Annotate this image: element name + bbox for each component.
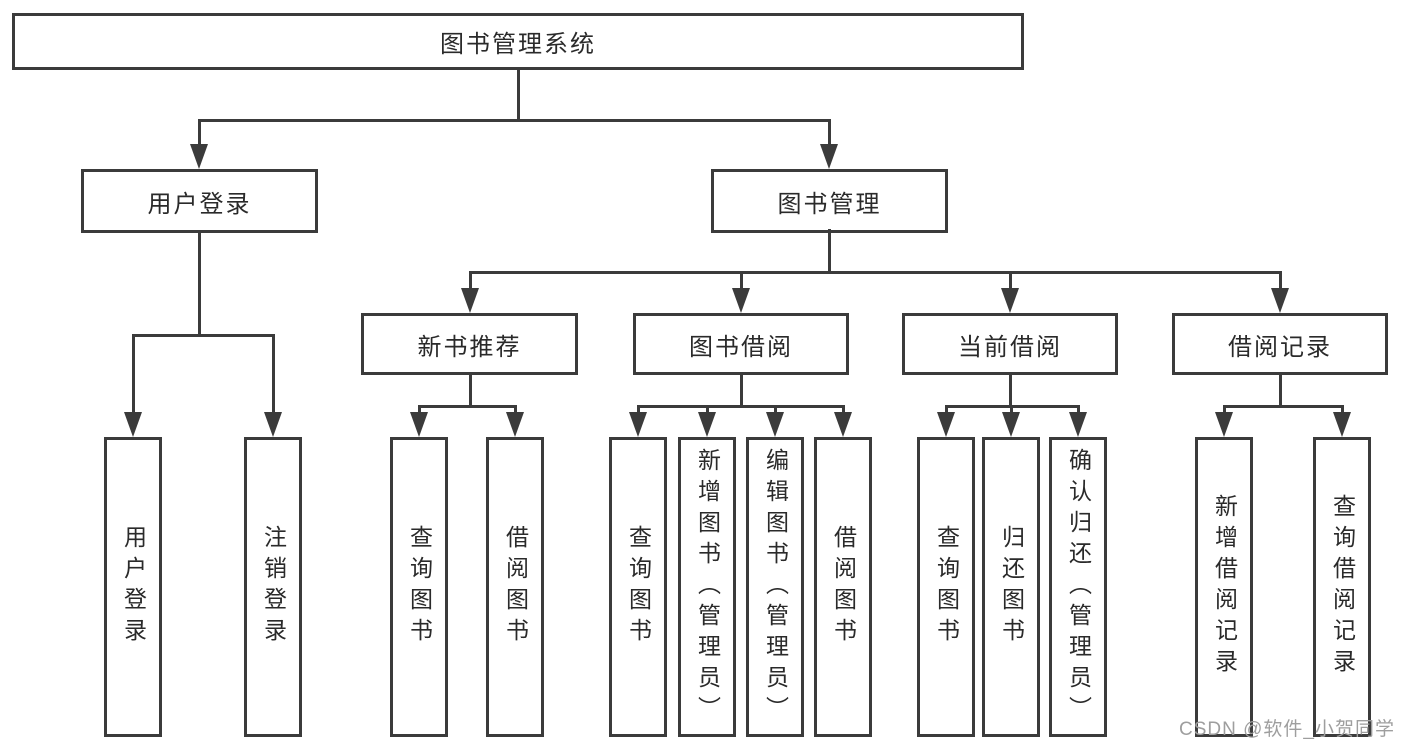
node-label: 查询借阅记录 — [1329, 494, 1356, 680]
connector-drop — [705, 404, 709, 419]
connector-drop — [773, 404, 777, 419]
node-label: 查询图书 — [933, 525, 960, 649]
connector-drop-logout — [271, 333, 275, 419]
arrowhead — [1333, 412, 1351, 437]
connector-drop-book-management — [827, 118, 831, 149]
node-add-borrow-record: 新增借阅记录 — [1195, 437, 1253, 737]
arrowhead — [1069, 412, 1087, 437]
node-label: 借阅图书 — [830, 525, 857, 649]
arrowhead-logout — [264, 412, 282, 437]
connector-book-borrow-stub — [739, 372, 743, 406]
arrowhead — [1215, 412, 1233, 437]
arrowhead — [766, 412, 784, 437]
connector-user-login-rail — [131, 333, 275, 337]
connector-drop-new-book — [468, 270, 472, 295]
node-add-books-admin: 新增图书（管理员） — [678, 437, 736, 737]
node-confirm-return-admin: 确认归还（管理员） — [1049, 437, 1107, 737]
node-label: 归还图书 — [998, 525, 1025, 649]
node-label: 编辑图书（管理员） — [762, 447, 789, 727]
node-book-management-system: 图书管理系统 — [12, 13, 1024, 70]
arrowhead — [698, 412, 716, 437]
arrowhead — [629, 412, 647, 437]
connector-drop — [417, 404, 421, 419]
connector-drop — [1222, 404, 1226, 419]
connector-drop — [841, 404, 845, 419]
node-edit-books-admin: 编辑图书（管理员） — [746, 437, 804, 737]
node-label: 用户登录 — [120, 525, 147, 649]
connector-book-management-stub — [827, 229, 831, 273]
node-current-borrowing: 当前借阅 — [902, 313, 1118, 375]
connector-new-book-stub — [468, 372, 472, 406]
connector-user-login-stub — [197, 230, 201, 336]
connector-drop-user-login — [197, 118, 201, 149]
node-label: 新增借阅记录 — [1211, 494, 1238, 680]
node-borrowing-records: 借阅记录 — [1172, 313, 1388, 375]
node-label: 新增图书（管理员） — [694, 447, 721, 727]
connector-drop-login-action — [131, 333, 135, 419]
connector-drop-borrow-records — [1278, 270, 1282, 295]
connector-drop — [1009, 404, 1013, 419]
csdn-watermark: CSDN @软件_小贺同学 — [1179, 719, 1395, 740]
connector-drop — [944, 404, 948, 419]
arrowhead-borrow-records — [1271, 288, 1289, 313]
connector-drop — [1341, 404, 1344, 419]
arrowhead-user-login — [190, 144, 208, 169]
node-query-books-3: 查询图书 — [917, 437, 975, 737]
arrowhead — [410, 412, 428, 437]
node-book-management: 图书管理 — [711, 169, 948, 233]
arrowhead-book-management — [820, 144, 838, 169]
connector-drop — [1076, 404, 1080, 419]
arrowhead — [937, 412, 955, 437]
connector-borrow-records-rail — [1222, 404, 1344, 408]
arrowhead — [834, 412, 852, 437]
node-label: 查询图书 — [406, 525, 433, 649]
arrowhead-login-action — [124, 412, 142, 437]
connector-root-stub — [516, 70, 520, 120]
connector-drop-book-borrow — [739, 270, 743, 295]
connector-drop — [513, 404, 517, 419]
node-query-books-1: 查询图书 — [390, 437, 448, 737]
arrowhead-current-borrow — [1001, 288, 1019, 313]
arrowhead-book-borrow — [732, 288, 750, 313]
node-book-borrowing: 图书借阅 — [633, 313, 849, 375]
node-label: 确认归还（管理员） — [1065, 447, 1092, 727]
connector-root-rail — [197, 118, 831, 122]
arrowhead — [1002, 412, 1020, 437]
node-borrow-books-2: 借阅图书 — [814, 437, 872, 737]
connector-new-book-rail — [417, 404, 517, 408]
node-label: 注销登录 — [260, 525, 287, 649]
node-query-borrow-record: 查询借阅记录 — [1313, 437, 1371, 737]
connector-drop-current-borrow — [1008, 270, 1012, 295]
connector-book-borrow-rail — [636, 404, 845, 408]
node-user-login-action: 用户登录 — [104, 437, 162, 737]
connector-current-borrow-stub — [1008, 372, 1012, 406]
node-borrow-books-1: 借阅图书 — [486, 437, 544, 737]
node-logout: 注销登录 — [244, 437, 302, 737]
node-return-books: 归还图书 — [982, 437, 1040, 737]
node-query-books-2: 查询图书 — [609, 437, 667, 737]
arrowhead-new-book — [461, 288, 479, 313]
node-user-login: 用户登录 — [81, 169, 318, 233]
node-label: 查询图书 — [625, 525, 652, 649]
arrowhead — [506, 412, 524, 437]
node-label: 借阅图书 — [502, 525, 529, 649]
connector-borrow-records-stub — [1278, 372, 1282, 406]
connector-drop — [636, 404, 640, 419]
connector-book-management-rail — [468, 270, 1282, 274]
node-new-book-recommendation: 新书推荐 — [361, 313, 578, 375]
